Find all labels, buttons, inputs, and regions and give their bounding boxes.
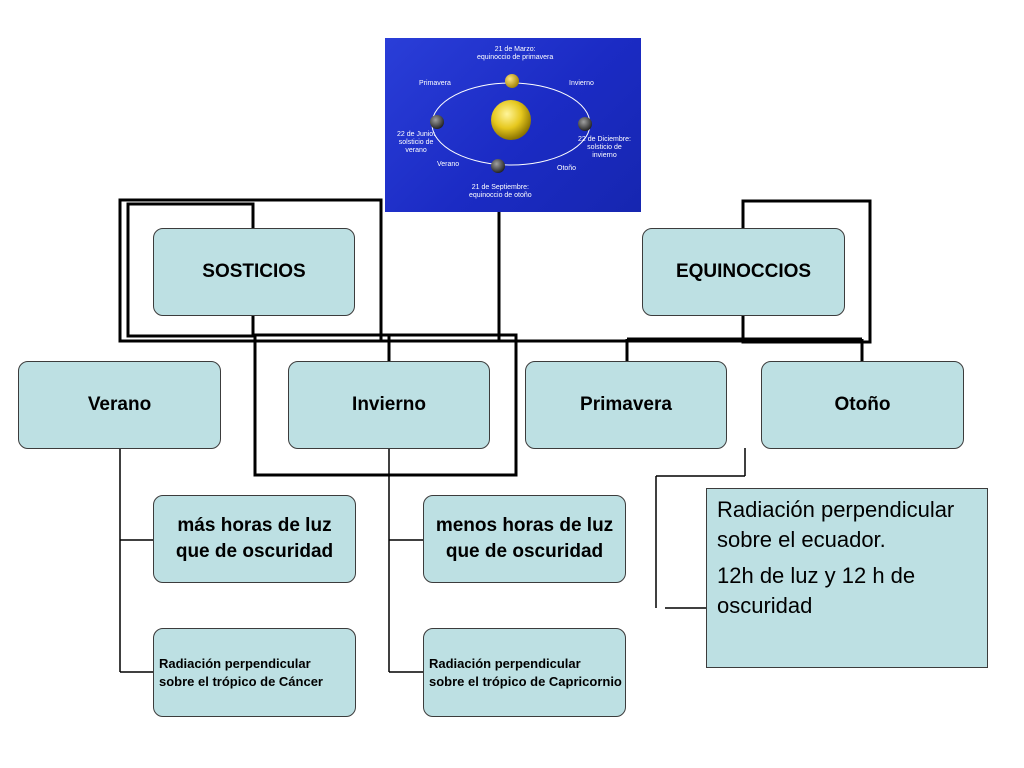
- equinox-note: Radiación perpendicular sobre el ecuador…: [706, 488, 988, 668]
- label-june: 22 de Junio: solsticio de verano: [397, 131, 436, 154]
- label-september: 21 de Septiembre: equinoccio de otoño: [469, 184, 532, 199]
- note-line-2: 12h de luz y 12 h de oscuridad: [717, 563, 916, 618]
- label-invierno: Invierno: [569, 80, 594, 87]
- node-verano: Verano: [18, 361, 221, 449]
- earth-march-icon: [505, 74, 519, 88]
- node-solsticios: SOSTICIOS: [153, 228, 355, 316]
- earth-september-icon: [491, 159, 505, 173]
- node-invierno-radiacion: Radiación perpendicular sobre el trópico…: [423, 628, 626, 717]
- node-otono: Otoño: [761, 361, 964, 449]
- label-otono: Otoño: [557, 165, 577, 172]
- label-march: 21 de Marzo: equinoccio de primavera: [477, 46, 554, 61]
- orbit-drawing: [430, 74, 592, 173]
- note-line-1: Radiación perpendicular sobre el ecuador…: [717, 497, 955, 552]
- node-invierno-luz: menos horas de luz que de oscuridad: [423, 495, 626, 583]
- node-primavera: Primavera: [525, 361, 727, 449]
- node-verano-luz: más horas de luz que de oscuridad: [153, 495, 356, 583]
- node-invierno: Invierno: [288, 361, 490, 449]
- label-december: 22 de Diciembre: solsticio de invierno: [578, 136, 631, 159]
- label-verano: Verano: [437, 161, 460, 168]
- sun-icon: [491, 100, 531, 140]
- node-equinoccios: EQUINOCCIOS: [642, 228, 845, 316]
- label-primavera: Primavera: [419, 80, 451, 87]
- node-verano-radiacion: Radiación perpendicular sobre el trópico…: [153, 628, 356, 717]
- orbit-illustration: 21 de Marzo: equinoccio de primavera Pri…: [385, 38, 641, 212]
- earth-june-icon: [430, 115, 444, 129]
- earth-december-icon: [578, 117, 592, 131]
